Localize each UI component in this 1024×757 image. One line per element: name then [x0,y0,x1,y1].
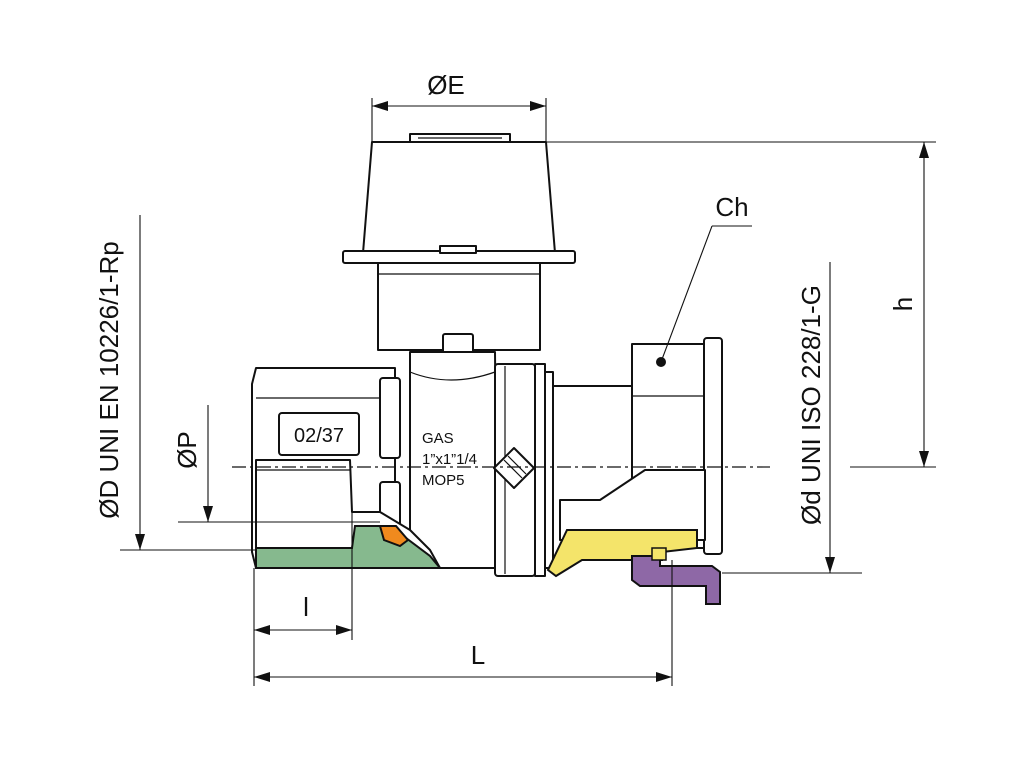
label-h: h [888,297,918,311]
logo-diamond-icon [493,447,535,489]
label-dia-E: ØE [427,70,465,100]
marking-line-3: MOP5 [422,472,465,489]
label-l: l [303,592,309,622]
label-dia-d: Ød UNI ISO 228/1-G [796,285,826,525]
label-dia-P: ØP [172,431,202,469]
valve-cap [342,133,576,355]
label-ch: Ch [715,192,748,222]
dimension-h: h [546,141,936,468]
marking-line-2: 1”x1”1/4 [422,451,477,468]
union-nut [559,337,723,555]
dimension-dia-P: ØP [172,405,380,523]
date-code: 02/37 [294,425,344,447]
dimension-dia-D: ØD UNI EN 10226/1-Rp [94,215,256,551]
label-dia-D: ØD UNI EN 10226/1-Rp [94,241,124,518]
gasket-purple [631,547,721,605]
label-L: L [471,640,485,670]
marking-line-1: GAS [422,430,454,447]
dimension-dia-E: ØE [371,70,547,142]
body-marking: 02/37 GAS 1”x1”1/4 MOP5 [278,412,535,489]
date-code-box [278,412,360,456]
dimension-ch: Ch [660,192,752,363]
dimension-L: L [254,560,673,686]
insert-orange [378,525,410,548]
dimension-l: l [253,510,353,686]
dimension-dia-d: Ød UNI ISO 228/1-G [722,262,862,574]
